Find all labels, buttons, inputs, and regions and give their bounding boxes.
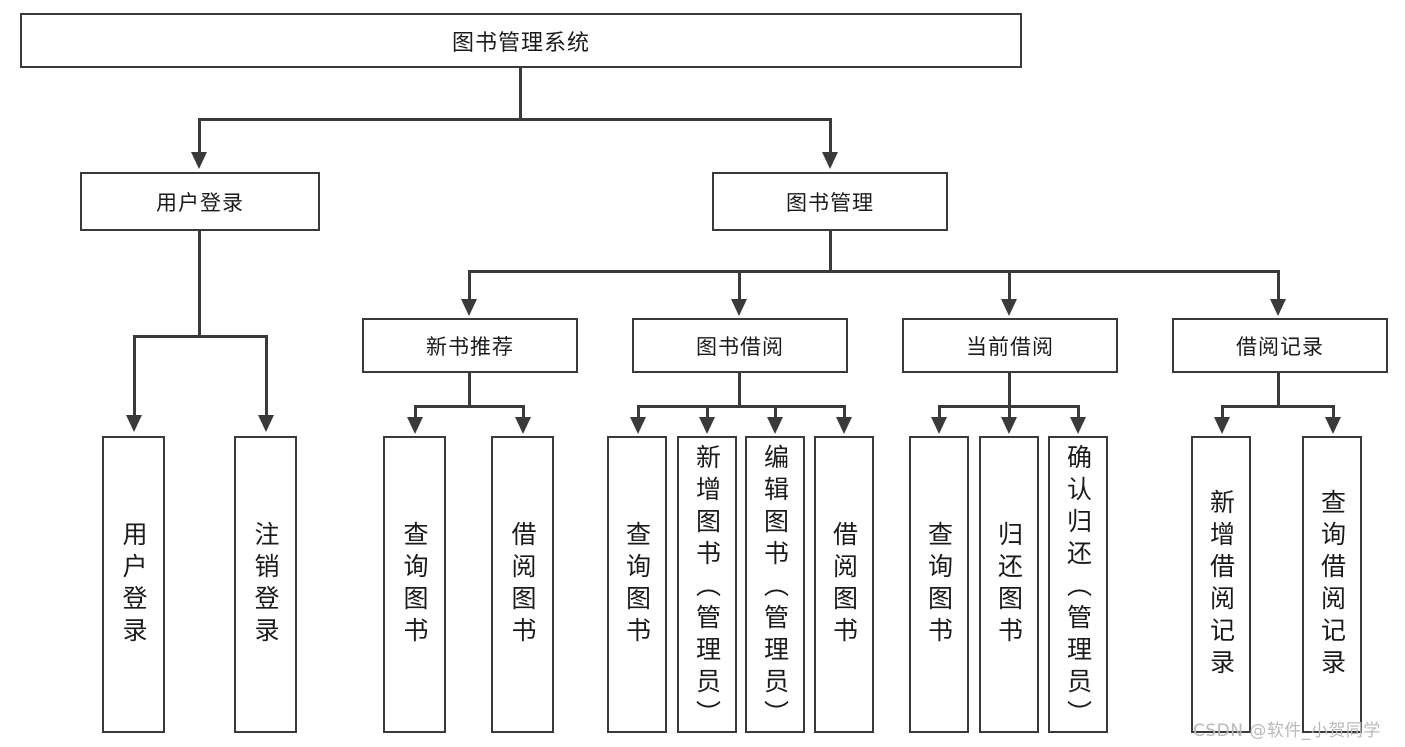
- leaf-add-book-label: 新增图书（管理员）: [692, 444, 722, 732]
- leaf-borrow-book-2-label: 借阅图书: [829, 520, 859, 649]
- connector-drop-return-book: [1008, 405, 1011, 421]
- connector-book-management-stem: [829, 231, 832, 272]
- connector-drop-query-book-1: [414, 405, 417, 421]
- connector-drop-user-login: [198, 118, 201, 156]
- connector-user-login-bus: [133, 335, 268, 338]
- arrowhead-query-record: [1325, 417, 1341, 434]
- leaf-query-book-3-label: 查询图书: [924, 520, 954, 649]
- connector-bb-stem: [738, 373, 741, 407]
- connector-drop-leaf-logout-login: [265, 335, 268, 419]
- node-new-book-recommend[interactable]: 新书推荐: [362, 318, 578, 373]
- leaf-edit-book[interactable]: 编辑图书（管理员）: [745, 436, 805, 733]
- arrowhead-add-record: [1214, 417, 1230, 434]
- node-book-borrow[interactable]: 图书借阅: [632, 318, 848, 373]
- node-current-borrow[interactable]: 当前借阅: [902, 318, 1118, 373]
- leaf-add-book[interactable]: 新增图书（管理员）: [677, 436, 737, 733]
- leaf-borrow-book-1[interactable]: 借阅图书: [491, 436, 554, 733]
- connector-drop-query-book-3: [938, 405, 941, 421]
- connector-root-bus: [198, 118, 832, 121]
- node-book-management[interactable]: 图书管理: [712, 172, 948, 231]
- arrowhead-confirm-return: [1070, 417, 1086, 434]
- node-new-book-recommend-label: 新书推荐: [426, 334, 514, 359]
- node-current-borrow-label: 当前借阅: [966, 334, 1054, 359]
- leaf-query-book-3[interactable]: 查询图书: [909, 436, 969, 733]
- connector-cb-stem: [1008, 373, 1011, 407]
- leaf-borrow-book-1-label: 借阅图书: [508, 520, 537, 649]
- connector-drop-add-record: [1221, 405, 1224, 421]
- arrowhead-new-book-recommend: [461, 299, 477, 316]
- leaf-return-book[interactable]: 归还图书: [979, 436, 1039, 733]
- leaf-logout-login[interactable]: 注销登录: [234, 436, 297, 733]
- arrowhead-leaf-logout-login: [258, 415, 274, 432]
- leaf-add-record[interactable]: 新增借阅记录: [1191, 436, 1251, 733]
- arrowhead-user-login: [191, 152, 207, 169]
- arrowhead-edit-book: [767, 417, 783, 434]
- node-borrow-record[interactable]: 借阅记录: [1172, 318, 1388, 373]
- node-root-system-label: 图书管理系统: [451, 30, 590, 56]
- leaf-edit-book-label: 编辑图书（管理员）: [760, 444, 790, 732]
- connector-nbr-bus: [414, 405, 525, 408]
- arrowhead-query-book-1: [407, 417, 423, 434]
- connector-drop-new-book-recommend: [468, 270, 471, 302]
- connector-drop-query-book-2: [637, 405, 640, 421]
- leaf-logout-login-label: 注销登录: [251, 520, 280, 649]
- connector-drop-borrow-book-1: [522, 405, 525, 421]
- leaf-query-book-2-label: 查询图书: [622, 520, 652, 649]
- leaf-query-record-label: 查询借阅记录: [1317, 488, 1347, 681]
- arrowhead-leaf-user-login: [126, 415, 142, 432]
- arrowhead-borrow-record: [1270, 299, 1286, 316]
- leaf-return-book-label: 归还图书: [994, 520, 1024, 649]
- node-user-login[interactable]: 用户登录: [80, 172, 320, 231]
- arrowhead-add-book: [699, 417, 715, 434]
- leaf-user-login[interactable]: 用户登录: [102, 436, 165, 733]
- connector-drop-leaf-user-login: [133, 335, 136, 419]
- node-borrow-record-label: 借阅记录: [1236, 334, 1324, 359]
- connector-drop-book-borrow: [738, 270, 741, 302]
- leaf-query-book-2[interactable]: 查询图书: [607, 436, 667, 733]
- connector-bb-bus: [637, 405, 846, 408]
- arrowhead-return-book: [1001, 417, 1017, 434]
- connector-drop-query-record: [1332, 405, 1335, 421]
- leaf-query-book-1-label: 查询图书: [400, 520, 429, 649]
- connector-br-stem: [1277, 373, 1280, 407]
- connector-root-stem: [519, 68, 522, 120]
- connector-drop-current-borrow: [1008, 270, 1011, 302]
- leaf-add-record-label: 新增借阅记录: [1206, 488, 1236, 681]
- arrowhead-query-book-2: [630, 417, 646, 434]
- arrowhead-borrow-book-1: [515, 417, 531, 434]
- leaf-query-record[interactable]: 查询借阅记录: [1302, 436, 1362, 733]
- node-root-system[interactable]: 图书管理系统: [20, 13, 1022, 68]
- connector-drop-book-management: [829, 118, 832, 156]
- leaf-borrow-book-2[interactable]: 借阅图书: [814, 436, 874, 733]
- connector-drop-confirm-return: [1077, 405, 1080, 421]
- arrowhead-book-management: [822, 152, 838, 169]
- arrowhead-book-borrow: [731, 299, 747, 316]
- leaf-user-login-label: 用户登录: [119, 520, 148, 649]
- leaf-query-book-1[interactable]: 查询图书: [383, 436, 446, 733]
- node-book-management-label: 图书管理: [786, 190, 874, 215]
- connector-br-bus: [1221, 405, 1335, 408]
- leaf-confirm-return-label: 确认归还（管理员）: [1063, 444, 1093, 732]
- connector-level3-bus: [468, 270, 1280, 273]
- arrowhead-current-borrow: [1001, 299, 1017, 316]
- arrowhead-borrow-book-2: [836, 417, 852, 434]
- node-user-login-label: 用户登录: [156, 190, 244, 215]
- arrowhead-query-book-3: [931, 417, 947, 434]
- connector-nbr-stem: [468, 373, 471, 407]
- connector-drop-borrow-book-2: [843, 405, 846, 421]
- connector-drop-edit-book: [774, 405, 777, 421]
- node-book-borrow-label: 图书借阅: [696, 334, 784, 359]
- connector-drop-borrow-record: [1277, 270, 1280, 302]
- connector-drop-add-book: [706, 405, 709, 421]
- connector-user-login-stem: [198, 231, 201, 337]
- leaf-confirm-return[interactable]: 确认归还（管理员）: [1048, 436, 1108, 733]
